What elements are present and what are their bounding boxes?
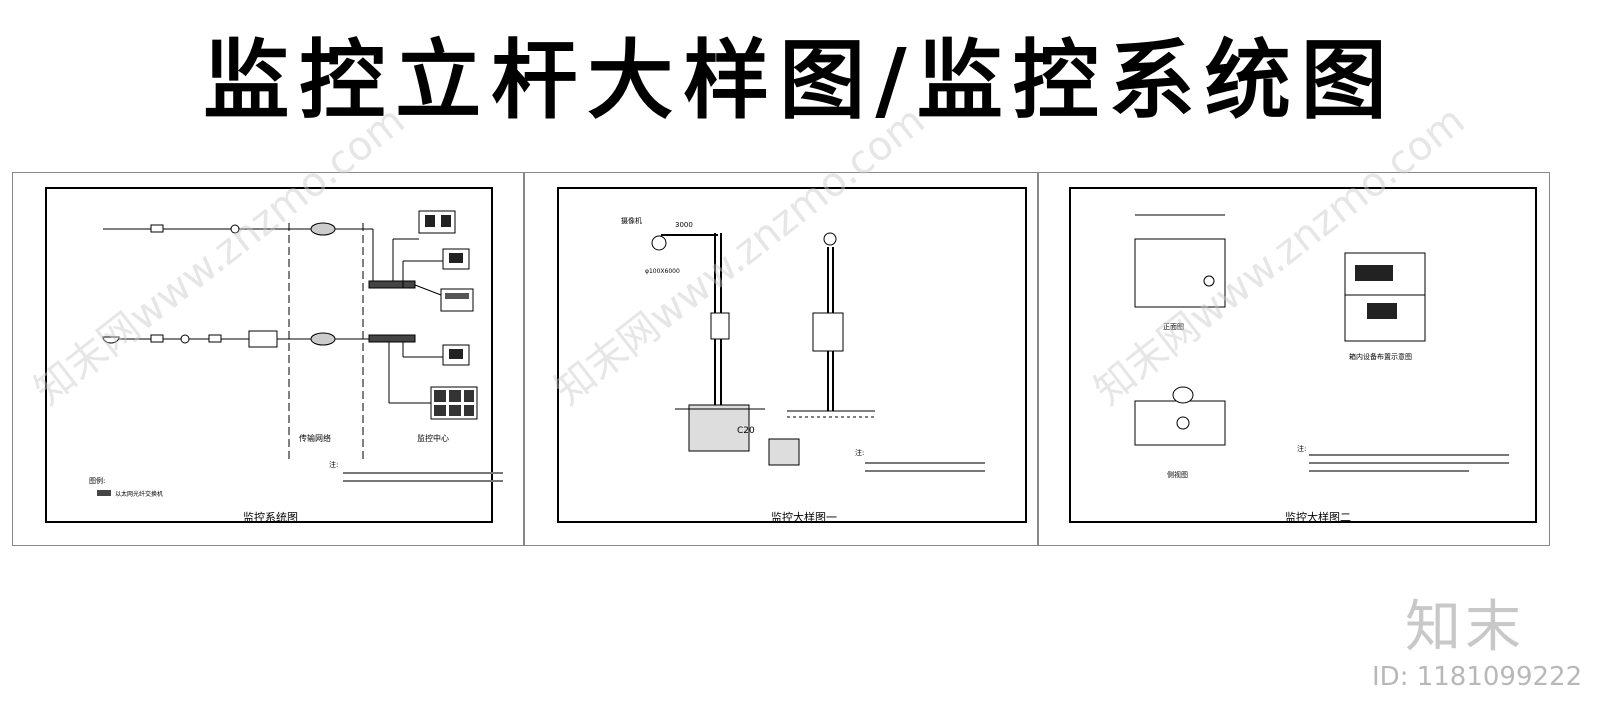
drawing-frame xyxy=(1069,187,1537,523)
label-transmission: 传输网络 xyxy=(299,433,331,443)
device-top-1 xyxy=(150,224,164,233)
device-mid-2 xyxy=(180,334,190,344)
camera-dome xyxy=(651,235,667,251)
cabinet-left xyxy=(710,312,730,340)
label-dim-top: 3000 xyxy=(675,221,693,229)
cabinet-front xyxy=(1134,238,1226,308)
watermark-brand: 知末 xyxy=(1405,595,1525,660)
label-base: C20 xyxy=(737,426,755,436)
legend-title: 图例: xyxy=(89,476,105,485)
system-diagram-drawing: 传输网络 监控中心 图例: 以太网光纤交换机 注: xyxy=(89,210,503,498)
pole-detail-drawing: 摄像机 3000 φ100X6000 C20 注: xyxy=(621,216,985,472)
switch-mid xyxy=(368,334,416,343)
panel-pole-detail-1: 摄像机 3000 φ100X6000 C20 注: 监控大样图一 xyxy=(524,172,1038,546)
label-internal: 箱内设备布置示意图 xyxy=(1349,352,1412,361)
device-mid-3 xyxy=(208,334,222,343)
panel-pole-detail-2: 正面图 箱内设备布置示意图 侧视图 注: 监控大样图二 xyxy=(1038,172,1550,546)
note-head: 注: xyxy=(1297,444,1306,453)
label-center: 监控中心 xyxy=(417,433,449,443)
watermark-id: ID: 1181099222 xyxy=(1372,662,1583,692)
label-front-view: 正面图 xyxy=(1163,323,1184,331)
cloud-mid xyxy=(310,332,336,346)
panel-caption: 监控系统图 xyxy=(243,511,298,524)
camera-symbol xyxy=(102,336,120,344)
recorder xyxy=(248,330,278,348)
panel-caption: 监控大样图二 xyxy=(1285,511,1351,524)
switch-top xyxy=(368,280,416,289)
note-head: 注: xyxy=(329,460,338,469)
drawing-frame xyxy=(45,187,493,523)
base-plan xyxy=(768,438,800,466)
note-head: 注: xyxy=(855,448,864,457)
cabinet-detail-drawing: 正面图 箱内设备布置示意图 侧视图 注: xyxy=(1134,214,1509,479)
legend-item: 以太网光纤交换机 xyxy=(115,490,163,498)
panel-caption: 监控大样图一 xyxy=(771,511,837,524)
device-top-2 xyxy=(230,224,240,234)
legend-swatch xyxy=(97,490,111,496)
label-side-view: 侧视图 xyxy=(1167,470,1188,479)
panel-system-diagram: 传输网络 监控中心 图例: 以太网光纤交换机 注: 监控系统图 xyxy=(12,172,524,546)
device-mid-1 xyxy=(150,334,164,343)
foundation xyxy=(688,404,750,452)
camera-dome-right xyxy=(823,232,837,246)
cabinet-right xyxy=(812,312,844,352)
page-title: 监控立杆大样图/监控系统图 xyxy=(203,30,1397,131)
printer xyxy=(440,288,474,312)
drawing-frame xyxy=(557,187,1027,523)
cloud-top xyxy=(310,222,336,236)
label-pole-spec: φ100X6000 xyxy=(645,268,680,275)
label-camera: 摄像机 xyxy=(621,216,642,225)
